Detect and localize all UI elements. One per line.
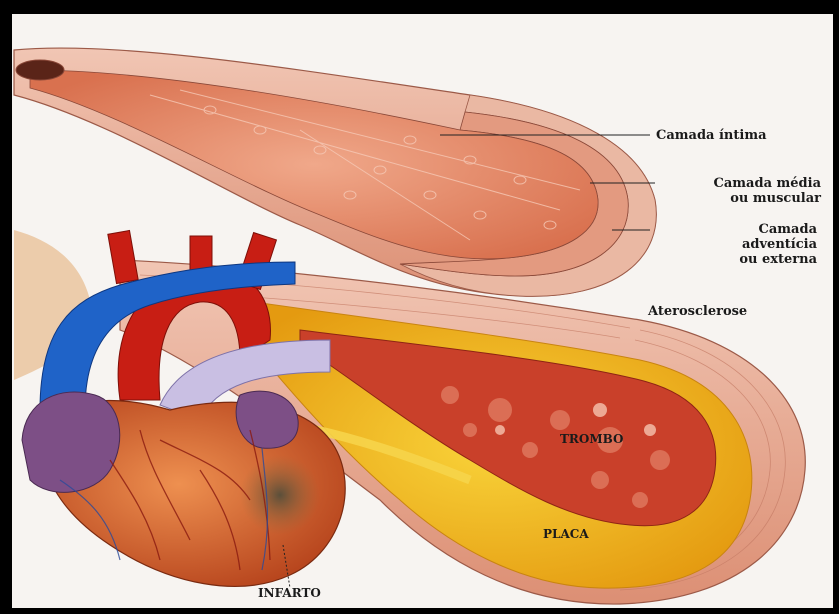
label-camada-media-line1: Camada média: [651, 176, 821, 191]
label-camada-adventicia-line3: ou externa: [651, 252, 817, 267]
label-trombo: TROMBO: [560, 432, 623, 447]
label-camada-adventicia-line1: Camada: [651, 222, 817, 237]
label-infarto: INFARTO: [258, 586, 321, 601]
label-camada-adventicia: Camada adventícia ou externa: [651, 222, 817, 267]
label-placa: PLACA: [543, 527, 589, 542]
infarct-zone: [240, 455, 320, 535]
label-camada-intima: Camada íntima: [656, 128, 767, 143]
label-aterosclerose: Aterosclerose: [648, 304, 747, 319]
label-camada-adventicia-line2: adventícia: [651, 237, 817, 252]
label-camada-media-line2: ou muscular: [651, 191, 821, 206]
label-camada-media: Camada média ou muscular: [651, 176, 821, 206]
